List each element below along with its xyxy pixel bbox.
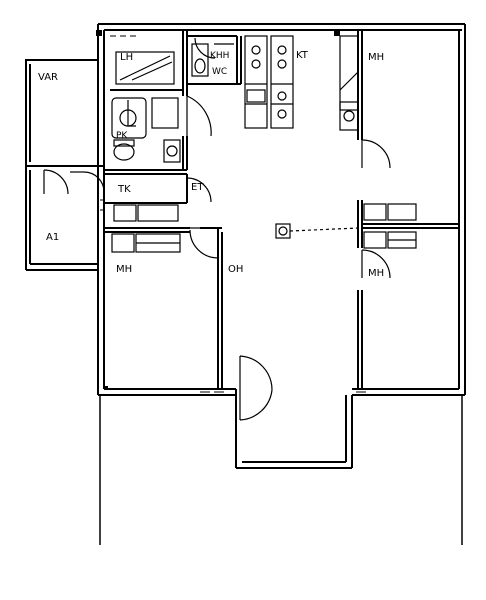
exterior-walls (97, 23, 466, 396)
label-tk: TK (117, 184, 131, 195)
doors (83, 37, 391, 421)
label-pk: PK (116, 131, 128, 141)
kitchen-counters (244, 35, 294, 129)
label-oh: OH (228, 264, 243, 275)
label-mh-top-right: MH (368, 52, 384, 63)
ceiling-light-icon (275, 223, 359, 239)
label-wc: WC (212, 67, 227, 77)
wc-fixtures (191, 43, 234, 77)
label-mh-right: MH (368, 268, 384, 279)
label-var: VAR (38, 72, 58, 83)
label-et: ET (191, 182, 204, 193)
interior-walls (104, 30, 459, 389)
storage-var (25, 59, 99, 167)
wall-features (96, 30, 340, 390)
room-a1 (25, 165, 104, 271)
label-kt: KT (296, 50, 309, 61)
balcony (235, 389, 353, 469)
right-closets (339, 35, 359, 131)
storage-shelves (111, 203, 417, 253)
label-lh: LH (120, 52, 133, 63)
wall-dashes (100, 35, 366, 393)
terrace-lines (99, 395, 463, 545)
label-mh-left: MH (116, 264, 132, 275)
label-khh: KHH (210, 51, 229, 61)
label-a1: A1 (46, 232, 59, 243)
bathroom-fixtures (111, 51, 181, 163)
